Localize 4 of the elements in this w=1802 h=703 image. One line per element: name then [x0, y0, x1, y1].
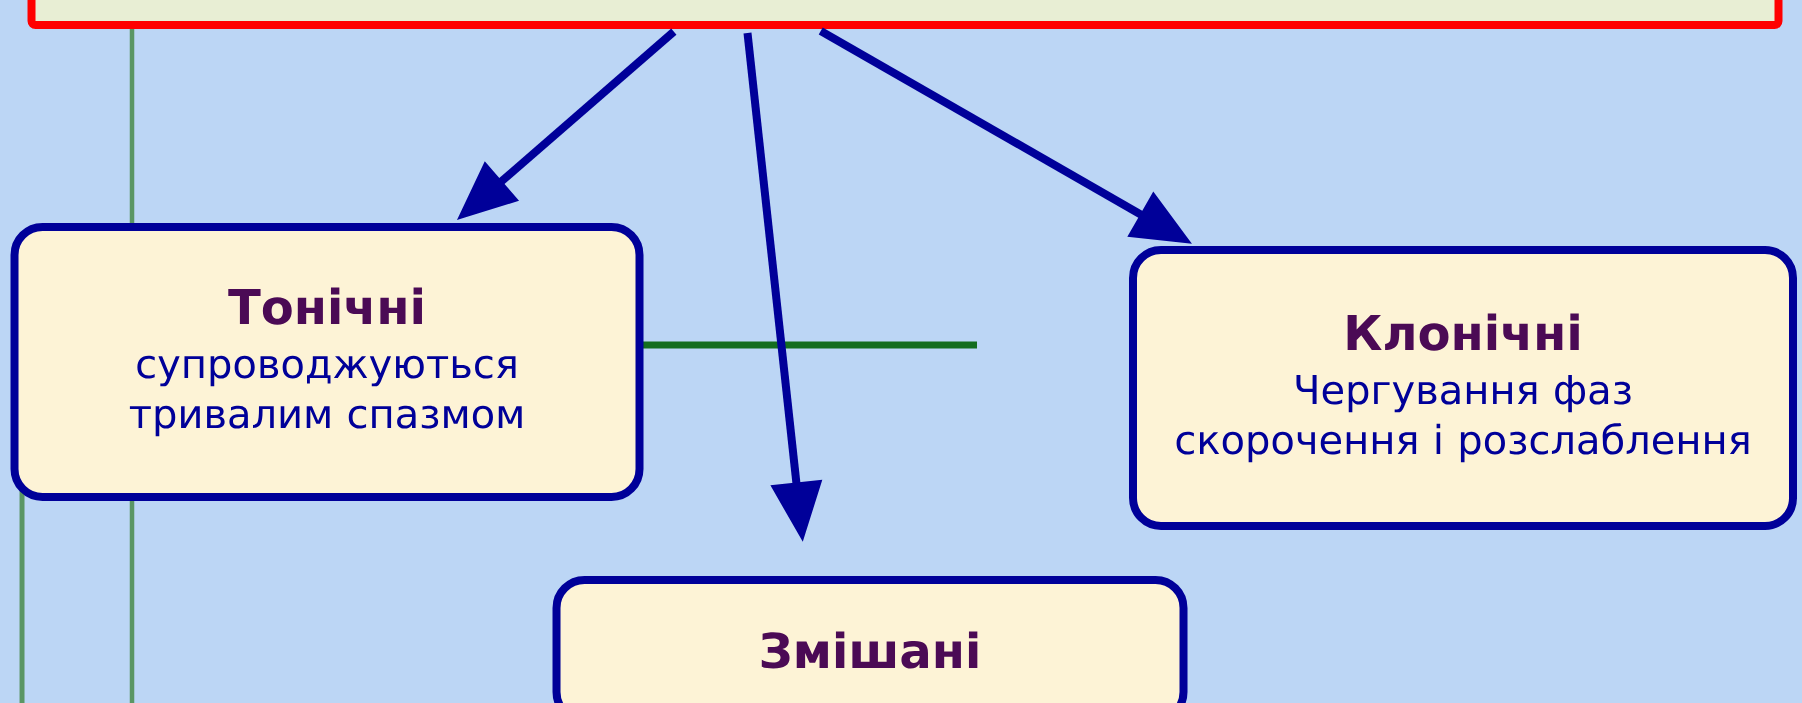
category-box: Тонічні супроводжуються тривалим спазмом [10, 223, 644, 501]
header-box [27, 0, 1783, 29]
category-box: Клонічні Чергування фаз скорочення і розслаблення [1129, 246, 1797, 530]
category-box: Змішані [552, 576, 1188, 703]
